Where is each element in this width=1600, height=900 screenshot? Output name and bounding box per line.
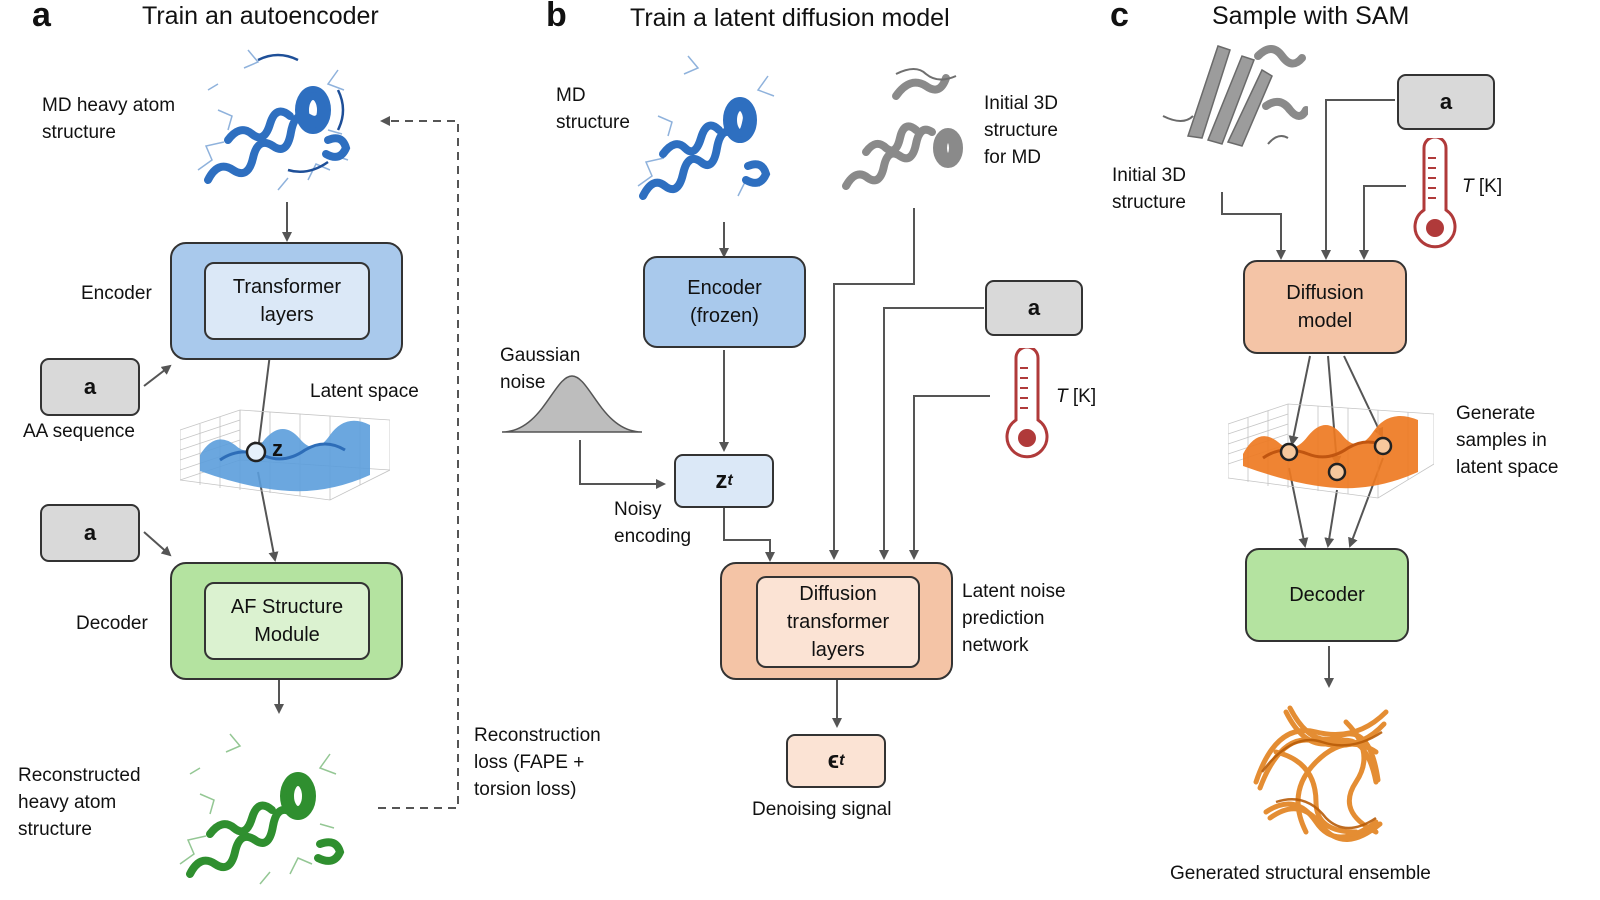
arrow-a-to-diffusion [879, 307, 984, 560]
frozen-encoder-box: Encoder (frozen) [643, 256, 806, 348]
encoder-box: Transformer layers [170, 242, 403, 360]
initial-3d-structure-md-label: Initial 3D structure for MD [984, 93, 1058, 168]
epsilon-sub: t [839, 752, 845, 769]
protein-blue-icon [637, 55, 775, 200]
epsilon-main: ϵ [827, 747, 840, 774]
gaussian-noise-label: Gaussian noise [500, 345, 581, 393]
panel-a-letter: a [32, 0, 51, 34]
transformer-layers-box: Transformer layers [204, 262, 370, 340]
protein-gray-icon [842, 68, 963, 190]
panel-a-title: Train an autoencoder [142, 2, 379, 30]
arrow-zt-to-diffusion [723, 508, 775, 562]
decoder-label: Decoder [76, 613, 148, 634]
arrow-sample2-to-decoder [1324, 489, 1338, 548]
a-token-b: a [985, 280, 1083, 336]
arrow-initial-to-diffusion [829, 208, 915, 560]
reconstruction-loss-label: Reconstruction loss (FAPE + torsion loss… [474, 725, 601, 800]
protein-blue-icon [197, 49, 351, 191]
latent-surface-icon [180, 409, 390, 501]
zt-sub: t [727, 472, 733, 489]
decoder-c-label: Decoder [1289, 584, 1365, 606]
encoder-label: Encoder [81, 283, 152, 304]
panel-b-title: Train a latent diffusion model [630, 4, 950, 32]
af-structure-module-box: AF Structure Module [204, 582, 370, 660]
arrow-noise-to-zt [579, 440, 666, 489]
panel-b-letter: b [546, 0, 567, 34]
aa-sequence-label: AA sequence [23, 421, 135, 442]
md-heavy-atom-label: MD heavy atom structure [42, 95, 176, 143]
thermometer-icon [1005, 348, 1049, 459]
decoder-box: AF Structure Module [170, 562, 403, 680]
arrow-sample1-to-decoder [1288, 467, 1309, 548]
temp-unit-b: [K] [1067, 386, 1097, 407]
protein-ensemble-icon [1253, 705, 1389, 842]
thermometer-icon [1413, 138, 1457, 249]
latent-noise-network-box: Diffusion transformer layers [720, 562, 953, 680]
decoder-box-c: Decoder [1245, 548, 1409, 642]
generated-ensemble-label: Generated structural ensemble [1170, 863, 1431, 884]
denoising-signal-label: Denoising signal [752, 799, 892, 820]
initial-3d-structure-label: Initial 3D structure [1112, 165, 1186, 213]
diffusion-transformer-layers-box: Diffusion transformer layers [756, 576, 920, 668]
arrow-model-to-sample3 [1343, 355, 1384, 438]
z-latent-label: z [272, 436, 283, 461]
arrow-a-to-decoder [143, 531, 172, 557]
temperature-label-c: T [K] [1462, 176, 1502, 198]
arrow-temp-to-model [1359, 185, 1406, 260]
generate-samples-label: Generate samples in latent space [1456, 403, 1559, 478]
a-token-encoder: a [40, 358, 140, 416]
latent-space-label: Latent space [310, 381, 419, 402]
temp-symbol-c: T [1462, 176, 1474, 197]
panel-c-letter: c [1110, 0, 1129, 34]
latent-noise-prediction-label: Latent noise prediction network [962, 581, 1066, 656]
loss-feedback-dashed [378, 116, 459, 809]
zt-main: z [715, 467, 728, 494]
protein-green-icon [179, 733, 345, 885]
gaussian-curve-icon [502, 375, 642, 433]
arrow-model-to-sample1 [1288, 355, 1311, 446]
arrow-a-to-model [1321, 99, 1395, 260]
temp-unit-c: [K] [1473, 176, 1503, 197]
a-token-decoder: a [40, 504, 140, 562]
frozen-encoder-label: Encoder (frozen) [687, 277, 762, 327]
reconstructed-label: Reconstructed heavy atom structure [18, 765, 141, 840]
a-token-c: a [1397, 74, 1495, 130]
arrow-temp-to-diffusion [909, 395, 990, 560]
temperature-label-b: T [K] [1056, 386, 1096, 408]
temp-symbol-b: T [1056, 386, 1068, 407]
protein-gray-icon [1162, 45, 1308, 147]
arrow-encoder-to-z [254, 353, 271, 452]
latent-surface-icon [1228, 403, 1434, 499]
arrow-initial-to-model [1221, 192, 1286, 260]
diffusion-model-box: Diffusion model [1243, 260, 1407, 354]
arrow-a-to-encoder [143, 364, 172, 387]
panel-c-title: Sample with SAM [1212, 2, 1410, 30]
md-structure-label: MD structure [556, 85, 630, 133]
noisy-encoding-label: Noisy encoding [614, 499, 692, 547]
diffusion-model-label: Diffusion model [1286, 282, 1364, 332]
